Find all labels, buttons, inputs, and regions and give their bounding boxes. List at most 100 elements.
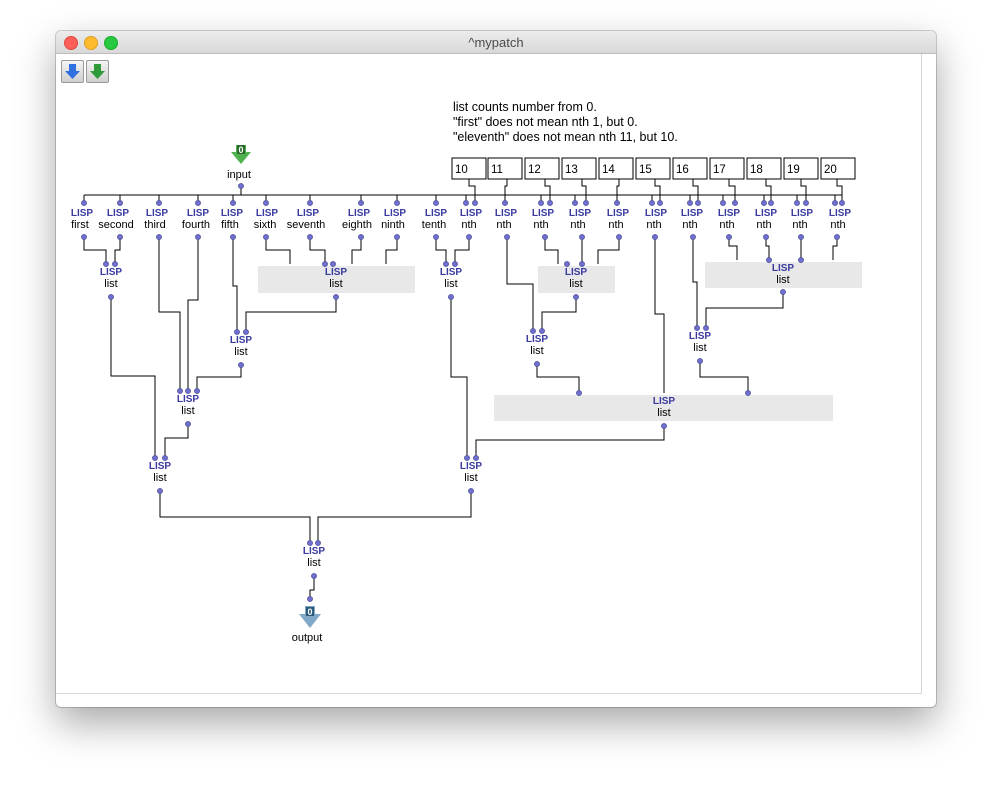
outlet[interactable] (311, 573, 317, 579)
number-box[interactable]: 15 (635, 157, 671, 180)
inlet[interactable] (766, 257, 772, 263)
eval-blue-button[interactable] (61, 60, 84, 83)
inlet[interactable] (657, 200, 663, 206)
inlet[interactable] (330, 261, 336, 267)
outlet[interactable] (780, 289, 786, 295)
inlet[interactable] (307, 200, 313, 206)
inlet[interactable] (473, 455, 479, 461)
inlet[interactable] (195, 200, 201, 206)
number-box[interactable]: 11 (487, 157, 523, 180)
inlet[interactable] (649, 200, 655, 206)
inlet[interactable] (694, 325, 700, 331)
inlet[interactable] (162, 455, 168, 461)
inlet[interactable] (443, 261, 449, 267)
outlet[interactable] (230, 234, 236, 240)
inlet[interactable] (687, 200, 693, 206)
outlet[interactable] (690, 234, 696, 240)
inlet[interactable] (152, 455, 158, 461)
inlet[interactable] (695, 200, 701, 206)
inlet[interactable] (433, 200, 439, 206)
outlet[interactable] (108, 294, 114, 300)
inlet[interactable] (185, 388, 191, 394)
outlet[interactable] (542, 234, 548, 240)
outlet[interactable] (117, 234, 123, 240)
outlet[interactable] (579, 234, 585, 240)
inlet[interactable] (358, 200, 364, 206)
outlet[interactable] (697, 358, 703, 364)
outlet[interactable] (185, 421, 191, 427)
outlet[interactable] (238, 183, 244, 189)
inlet[interactable] (502, 200, 508, 206)
inlet[interactable] (547, 200, 553, 206)
inlet[interactable] (156, 200, 162, 206)
outlet[interactable] (307, 234, 313, 240)
outlet[interactable] (448, 294, 454, 300)
inlet[interactable] (194, 388, 200, 394)
number-box[interactable]: 16 (672, 157, 708, 180)
inlet[interactable] (832, 200, 838, 206)
inlet[interactable] (472, 200, 478, 206)
inlet[interactable] (452, 261, 458, 267)
inlet[interactable] (81, 200, 87, 206)
inlet[interactable] (117, 200, 123, 206)
outlet[interactable] (195, 234, 201, 240)
number-box[interactable]: 14 (598, 157, 634, 180)
inlet[interactable] (579, 261, 585, 267)
outlet[interactable] (652, 234, 658, 240)
inlet[interactable] (572, 200, 578, 206)
outlet[interactable] (504, 234, 510, 240)
outlet[interactable] (263, 234, 269, 240)
minimize-button[interactable] (84, 36, 98, 50)
inlet[interactable] (530, 328, 536, 334)
inlet[interactable] (394, 200, 400, 206)
number-box[interactable]: 12 (524, 157, 560, 180)
outlet[interactable] (763, 234, 769, 240)
inlet[interactable] (803, 200, 809, 206)
outlet[interactable] (468, 488, 474, 494)
outlet[interactable] (156, 234, 162, 240)
outlet[interactable] (433, 234, 439, 240)
close-button[interactable] (64, 36, 78, 50)
inlet[interactable] (732, 200, 738, 206)
outlet[interactable] (358, 234, 364, 240)
number-box[interactable]: 19 (783, 157, 819, 180)
zoom-button[interactable] (104, 36, 118, 50)
inlet[interactable] (794, 200, 800, 206)
outlet[interactable] (333, 294, 339, 300)
inlet[interactable] (230, 200, 236, 206)
number-box[interactable]: 13 (561, 157, 597, 180)
outlet[interactable] (573, 294, 579, 300)
outlet[interactable] (616, 234, 622, 240)
inlet[interactable] (761, 200, 767, 206)
inlet[interactable] (322, 261, 328, 267)
inlet[interactable] (177, 388, 183, 394)
outlet[interactable] (238, 362, 244, 368)
outlet[interactable] (466, 234, 472, 240)
inlet[interactable] (234, 329, 240, 335)
outlet[interactable] (81, 234, 87, 240)
